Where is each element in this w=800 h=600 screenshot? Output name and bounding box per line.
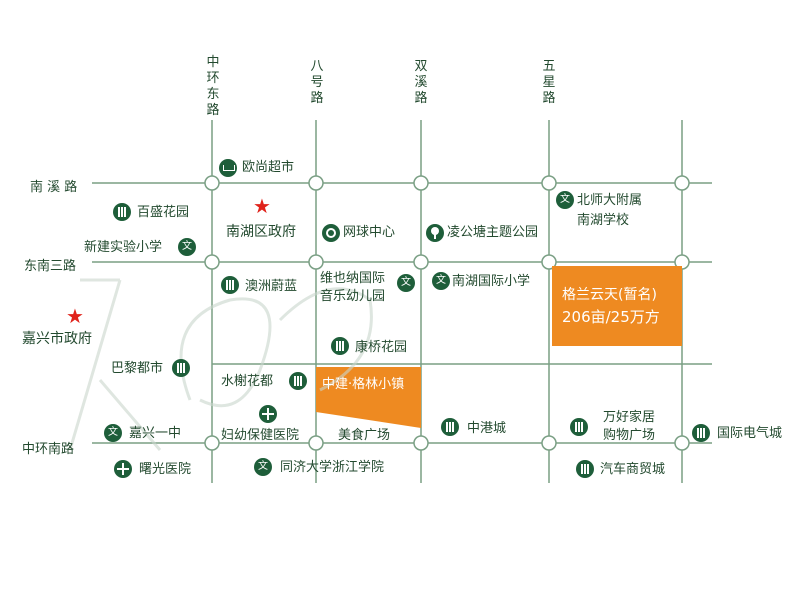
place-guoji-dianqi: 国际电气城: [717, 426, 783, 441]
place-zhonggang: 中港城: [467, 421, 507, 436]
tennis-icon: [322, 224, 340, 242]
road-label-shuangxi: 双溪路: [414, 59, 428, 106]
star-icon: ★: [253, 194, 271, 218]
place-shuixie: 水榭花都: [221, 374, 274, 389]
place-baisheng: 百盛花园: [137, 205, 190, 220]
place-beishi-1: 北师大附属: [577, 193, 643, 208]
place-xinjian: 新建实验小学: [84, 240, 163, 255]
park-icon: [426, 224, 444, 242]
supermarket-icon: [219, 159, 237, 177]
place-tennis: 网球中心: [343, 225, 396, 240]
school-icon: 文: [254, 458, 272, 476]
road-label-bahao: 八号路: [310, 59, 324, 106]
place-oushang: 欧尚超市: [242, 160, 295, 175]
place-shuguang: 曙光医院: [139, 462, 192, 477]
residence-icon: [692, 424, 710, 442]
road-label-dongnan3: 东南三路: [24, 259, 77, 274]
residence-icon: [576, 460, 594, 478]
gelan-size: 206亩/25万方: [562, 308, 660, 326]
road-label-wuxing: 五星路: [542, 59, 556, 106]
place-linggong: 凌公塘主题公园: [447, 225, 539, 240]
place-beishi-2: 南湖学校: [577, 213, 630, 228]
road-label-zhonghuannan: 中环南路: [22, 442, 75, 457]
place-fuyou: 妇幼保健医院: [221, 428, 300, 443]
place-jiaxing-gov: 嘉兴市政府: [22, 331, 92, 347]
place-wanhao-1: 万好家居: [603, 410, 656, 425]
place-vienna-1: 维也纳国际: [320, 271, 386, 286]
place-bali: 巴黎都市: [111, 361, 164, 376]
school-icon: 文: [178, 238, 196, 256]
residence-icon: [570, 418, 588, 436]
star-icon: ★: [66, 304, 84, 328]
residence-icon: [331, 337, 349, 355]
place-kangqiao: 康桥花园: [355, 340, 408, 355]
gelan-name: 格兰云天(暂名): [562, 287, 657, 303]
school-icon: 文: [432, 272, 450, 290]
place-vienna-2: 音乐幼儿园: [320, 289, 386, 304]
place-jiaxing-no1: 嘉兴一中: [129, 426, 182, 441]
place-qiche: 汽车商贸城: [600, 462, 666, 477]
place-nanhu-intl: 南湖国际小学: [452, 274, 531, 289]
school-icon: 文: [104, 424, 122, 442]
road-label-nanxi: 南 溪 路: [30, 180, 78, 195]
gelan-block: 格兰云天(暂名) 206亩/25万方: [552, 266, 682, 346]
zhongjian-name: 中建·格林小镇: [322, 377, 405, 392]
road-label-zhonghuandong: 中环东路: [206, 55, 220, 118]
residence-icon: [221, 276, 239, 294]
place-tongji: 同济大学浙江学院: [280, 460, 385, 475]
hospital-icon: [114, 460, 132, 478]
residence-icon: [441, 418, 459, 436]
place-nanhu-gov: 南湖区政府: [226, 224, 296, 240]
place-wanhao-2: 购物广场: [603, 428, 656, 443]
school-icon: 文: [556, 191, 574, 209]
residence-icon: [113, 203, 131, 221]
school-icon: 文: [397, 274, 415, 292]
place-aozhou: 澳洲蔚蓝: [245, 279, 298, 294]
place-meishi: 美食广场: [338, 428, 391, 443]
residence-icon: [172, 359, 190, 377]
hospital-icon: [259, 405, 277, 423]
residence-icon: [289, 372, 307, 390]
